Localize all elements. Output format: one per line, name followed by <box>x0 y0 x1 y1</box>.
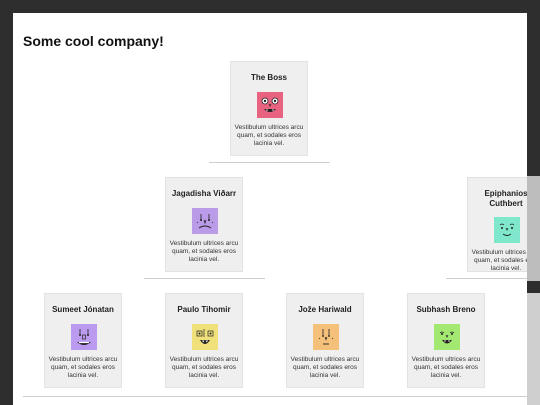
avatar <box>257 92 283 118</box>
employee-card-joze[interactable]: Jože Hariwald Vestibulum ultrices arcu q… <box>286 293 364 388</box>
employee-description: Vestibulum ultrices arcu quam, et sodale… <box>411 356 481 379</box>
avatar <box>192 324 218 350</box>
employee-name: Jagadisha Viðarr <box>171 189 237 198</box>
monster-face-icon <box>71 324 97 350</box>
avatar <box>494 217 520 243</box>
employee-card-sumeet[interactable]: Sumeet Jónatan Vestibulum ultrices arcu … <box>44 293 122 388</box>
monster-face-icon <box>494 217 520 243</box>
employee-description: Vestibulum ultrices arcu quam, et sodale… <box>471 249 540 272</box>
level-divider <box>23 396 527 397</box>
avatar <box>71 324 97 350</box>
employee-card-jagadisha[interactable]: Jagadisha Viðarr Vestibulum ultrices arc… <box>165 177 243 272</box>
employee-description: Vestibulum ultrices arcu quam, et sodale… <box>169 240 239 263</box>
employee-name: Jože Hariwald <box>298 305 352 314</box>
employee-description: Vestibulum ultrices arcu quam, et sodale… <box>48 356 118 379</box>
employee-description: Vestibulum ultrices arcu quam, et sodale… <box>290 356 360 379</box>
employee-card-paulo[interactable]: Paulo Tihomir Vestibulum ultrices arcu q… <box>165 293 243 388</box>
org-chart-page: Some cool company! The Boss Vestibulum u… <box>13 13 540 405</box>
employee-name: Subhash Breno <box>416 305 476 314</box>
employee-card-the-boss[interactable]: The Boss Vestibulum ultrices arcu quam, … <box>230 61 308 156</box>
employee-card-subhash[interactable]: Subhash Breno Vestibulum ultrices arcu q… <box>407 293 485 388</box>
employee-description: Vestibulum ultrices arcu quam, et sodale… <box>234 124 304 147</box>
page-title: Some cool company! <box>23 33 164 49</box>
employee-name: Epiphanios Cuthbert <box>484 189 528 208</box>
avatar <box>313 324 339 350</box>
monster-face-icon <box>257 92 283 118</box>
monster-face-icon <box>192 324 218 350</box>
employee-name: The Boss <box>250 73 287 82</box>
level-divider <box>144 278 265 279</box>
overflow-card-edge <box>527 293 540 405</box>
overflow-card-edge <box>527 176 540 281</box>
avatar <box>192 208 218 234</box>
level-divider <box>446 278 527 279</box>
avatar <box>434 324 460 350</box>
level-divider <box>209 162 330 163</box>
browser-viewport: Some cool company! The Boss Vestibulum u… <box>0 13 540 405</box>
employee-name: Paulo Tihomir <box>177 305 231 314</box>
monster-face-icon <box>434 324 460 350</box>
monster-face-icon <box>192 208 218 234</box>
monster-face-icon <box>313 324 339 350</box>
employee-description: Vestibulum ultrices arcu quam, et sodale… <box>169 356 239 379</box>
employee-name: Sumeet Jónatan <box>52 305 114 314</box>
